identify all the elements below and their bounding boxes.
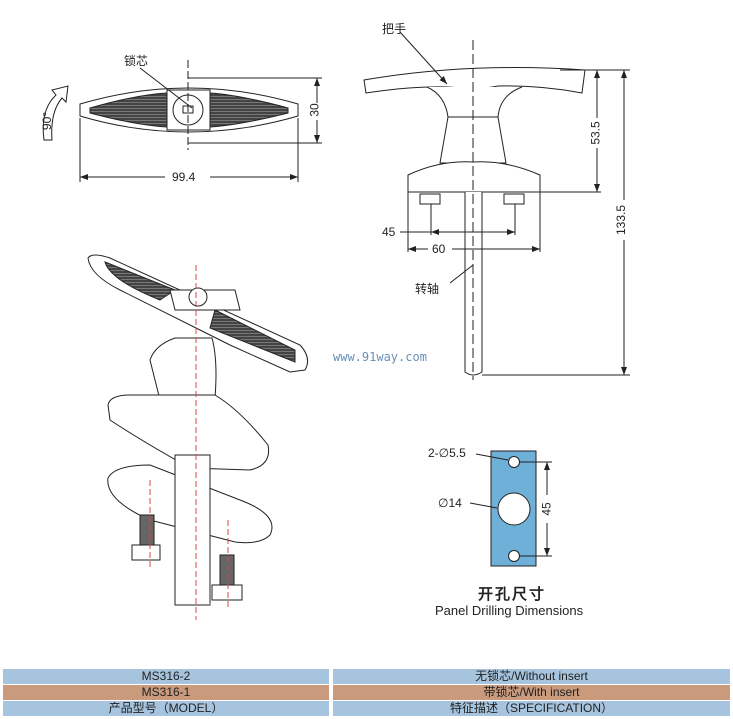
height-dim: 30 [307, 103, 322, 117]
table-header-model: 产品型号（MODEL） [3, 701, 329, 716]
side-view [363, 31, 630, 380]
total-height-dim: 133.5 [614, 204, 629, 236]
table-row-spec: 无锁芯/Without insert [333, 669, 730, 684]
bolt-spacing-dim: 45 [382, 225, 396, 239]
table-row-model: MS316-1 [3, 685, 329, 700]
table-row-model: MS316-2 [3, 669, 329, 684]
table-row-spec: 带锁芯/With insert [333, 685, 730, 700]
panel-drilling-diagram [469, 450, 552, 567]
rotate-arrow-icon [42, 85, 69, 141]
watermark: www.91way.com [333, 350, 427, 364]
shaft-label: 转轴 [415, 282, 440, 296]
top-view [42, 60, 322, 182]
small-holes-label: 2-∅5.5 [428, 446, 466, 460]
handle-label: 把手 [382, 22, 407, 36]
table-header-spec: 特征描述（SPECIFICATION） [333, 701, 730, 716]
panel-drilling-title-en: Panel Drilling Dimensions [435, 603, 584, 618]
rotation-label: 90° [40, 111, 55, 131]
large-hole-label: ∅14 [438, 496, 462, 510]
lock-core-label: 锁芯 [124, 54, 149, 68]
panel-drilling-title-cn: 开孔尺寸 [478, 586, 547, 603]
handle-height-dim: 53.5 [588, 121, 603, 145]
isometric-view [87, 254, 309, 620]
hole-spacing-dim: 45 [539, 502, 554, 516]
flange-width-dim: 60 [432, 242, 446, 256]
width-dim: 99.4 [172, 170, 196, 184]
